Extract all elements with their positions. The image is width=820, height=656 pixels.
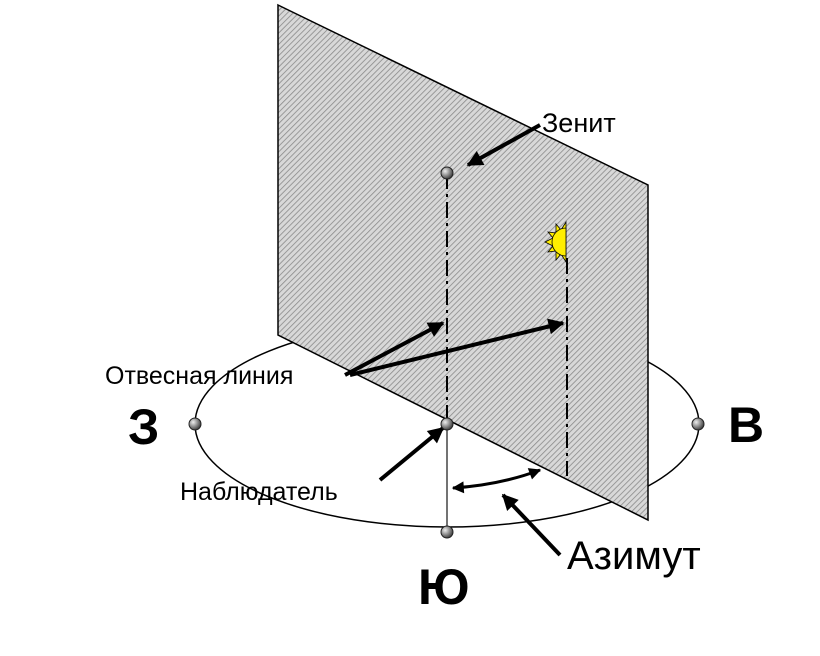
west-label: З [128,399,160,455]
observer-point [440,417,454,431]
plumb-line-label: Отвесная линия [105,362,294,390]
vertical-plane [277,3,649,522]
south-point [440,525,454,539]
sun-icon [544,220,567,264]
arrows [344,123,565,557]
south-label: Ю [418,559,470,615]
east-label: В [728,397,765,453]
zenith-label: Зенит [542,108,616,138]
azimuth-label: Азимут [567,534,701,578]
zenith-point [440,166,454,180]
observer-label: Наблюдатель [180,478,338,506]
east-point [691,417,705,431]
west-point [188,417,202,431]
